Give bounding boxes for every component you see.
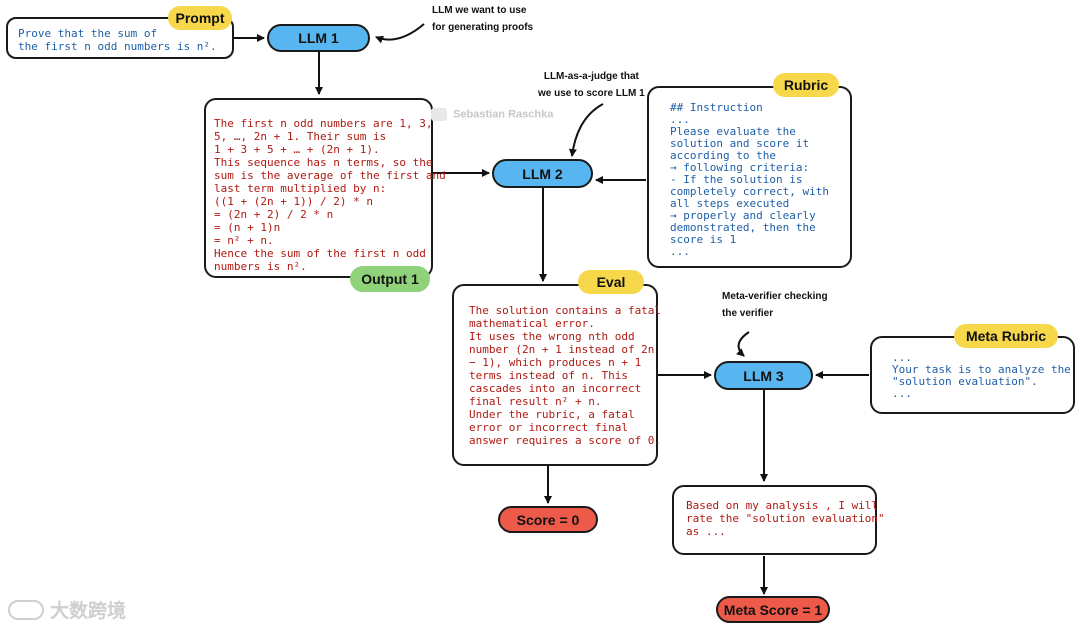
meta-score-node: Meta Score = 1: [716, 596, 830, 623]
llm3-note: Meta-verifier checking the verifier: [722, 288, 828, 322]
author-watermark: Sebastian Raschka: [431, 108, 553, 121]
meta-output-box: Based on my analysis , I will rate the "…: [672, 485, 885, 555]
note-arrow-llm3: [736, 331, 750, 357]
meta-rubric-label: Meta Rubric: [954, 324, 1058, 348]
output1-text: The first n odd numbers are 1, 3, 5, …, …: [214, 117, 446, 273]
rubric-label: Rubric: [773, 73, 839, 97]
rubric-box: ## Instruction ... Please evaluate the s…: [647, 86, 852, 268]
llm1-node: LLM 1: [267, 24, 370, 52]
meta-rubric-box: ... Your task is to analyze the "solutio…: [870, 336, 1075, 414]
llm1-note: LLM we want to use for generating proofs: [432, 2, 533, 36]
prompt-label: Prompt: [168, 6, 232, 30]
brand-watermark: 大数跨境: [8, 596, 126, 623]
output1-label: Output 1: [350, 266, 430, 292]
llm1-note-text: LLM we want to use for generating proofs: [432, 5, 534, 33]
eval-box: The solution contains a fatal mathematic…: [452, 284, 662, 466]
meta-rubric-text: ... Your task is to analyze the "solutio…: [892, 351, 1071, 400]
note-arrow-llm1: [375, 23, 425, 44]
brand-logo-icon: [8, 599, 44, 620]
eval-text: The solution contains a fatal mathematic…: [469, 304, 662, 447]
note-arrow-llm2: [568, 103, 604, 157]
author-logo-icon: [431, 108, 447, 121]
prompt-box: Prove that the sum of the first n odd nu…: [6, 17, 234, 59]
llm2-note: LLM-as-a-judge that we use to score LLM …: [538, 68, 645, 102]
llm3-note-text: Meta-verifier checking the verifier: [722, 291, 828, 319]
rubric-text: ## Instruction ... Please evaluate the s…: [670, 101, 829, 258]
brand-watermark-text: 大数跨境: [50, 601, 127, 622]
llm3-node: LLM 3: [714, 361, 813, 390]
prompt-text: Prove that the sum of the first n odd nu…: [18, 27, 217, 53]
eval-label: Eval: [578, 270, 644, 294]
llm2-node: LLM 2: [492, 159, 593, 188]
output1-box: The first n odd numbers are 1, 3, 5, …, …: [204, 98, 446, 278]
author-watermark-text: Sebastian Raschka: [453, 108, 554, 121]
score-node: Score = 0: [498, 506, 598, 533]
llm2-note-text: LLM-as-a-judge that we use to score LLM …: [538, 71, 645, 99]
meta-output-text: Based on my analysis , I will rate the "…: [686, 499, 885, 538]
